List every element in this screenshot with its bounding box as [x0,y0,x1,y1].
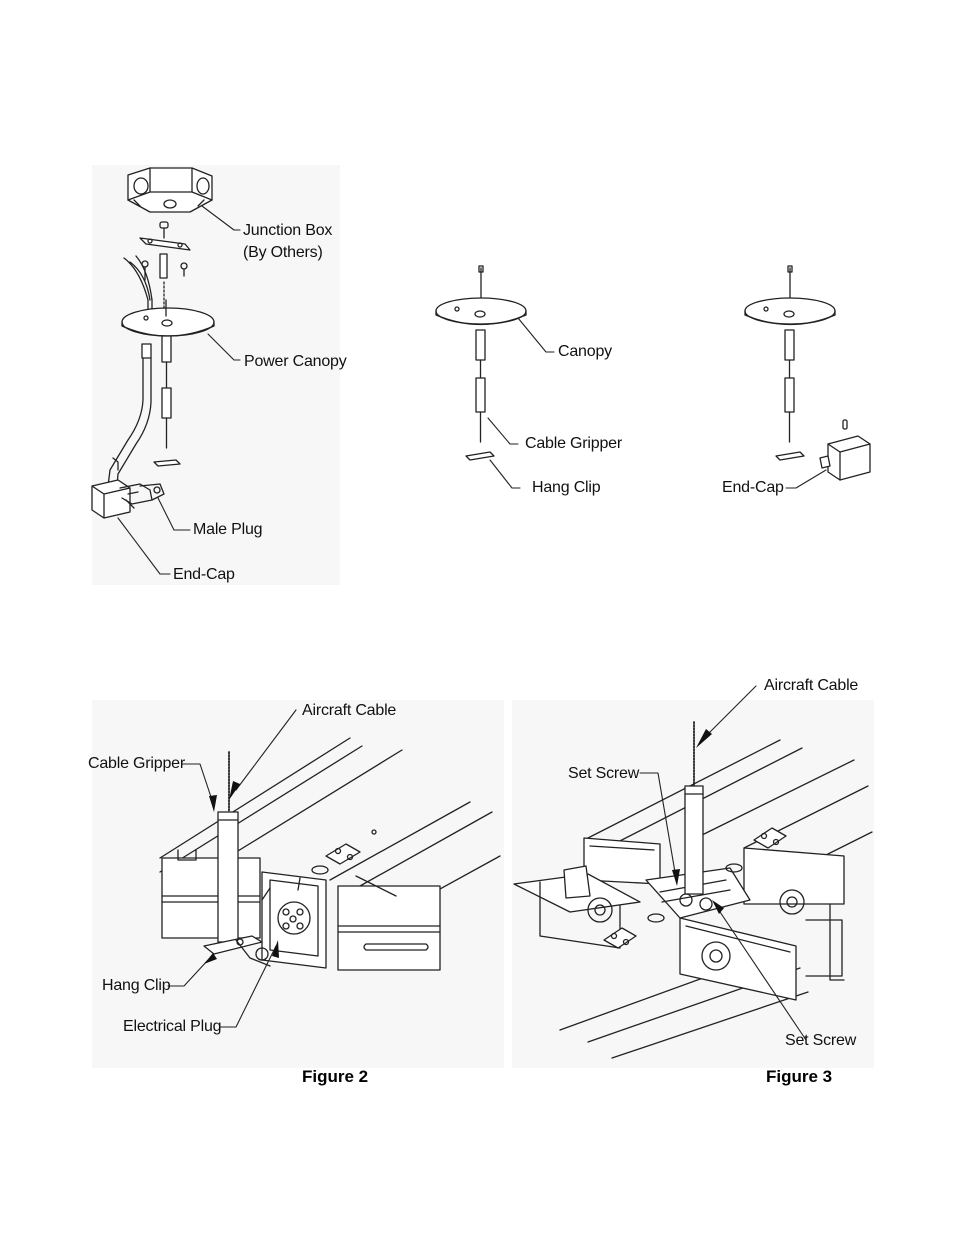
right-assembly-drawing [745,266,870,480]
label-end-cap-right: End-Cap [722,478,784,497]
label-set-screw-top-fig3: Set Screw [568,764,639,783]
junction-box-drawing [128,168,212,212]
label-male-plug: Male Plug [193,520,262,539]
power-canopy-drawing [122,308,214,336]
label-set-screw-bottom-fig3: Set Screw [785,1031,856,1050]
label-hang-clip-top: Hang Clip [532,478,600,497]
figure2-caption: Figure 2 [302,1067,368,1087]
label-cable-gripper-top: Cable Gripper [525,434,622,453]
label-aircraft-cable-fig2: Aircraft Cable [302,701,396,720]
label-by-others: (By Others) [243,243,323,262]
label-junction-box: Junction Box [243,221,332,240]
figure3-caption: Figure 3 [766,1067,832,1087]
label-electrical-plug-fig2: Electrical Plug [123,1017,221,1036]
label-end-cap-left: End-Cap [173,565,235,584]
label-hang-clip-fig2: Hang Clip [102,976,170,995]
middle-assembly-drawing [436,266,526,460]
label-aircraft-cable-fig3: Aircraft Cable [764,676,858,695]
label-cable-gripper-fig2: Cable Gripper [88,754,185,773]
label-power-canopy: Power Canopy [244,352,347,371]
label-canopy: Canopy [558,342,612,361]
